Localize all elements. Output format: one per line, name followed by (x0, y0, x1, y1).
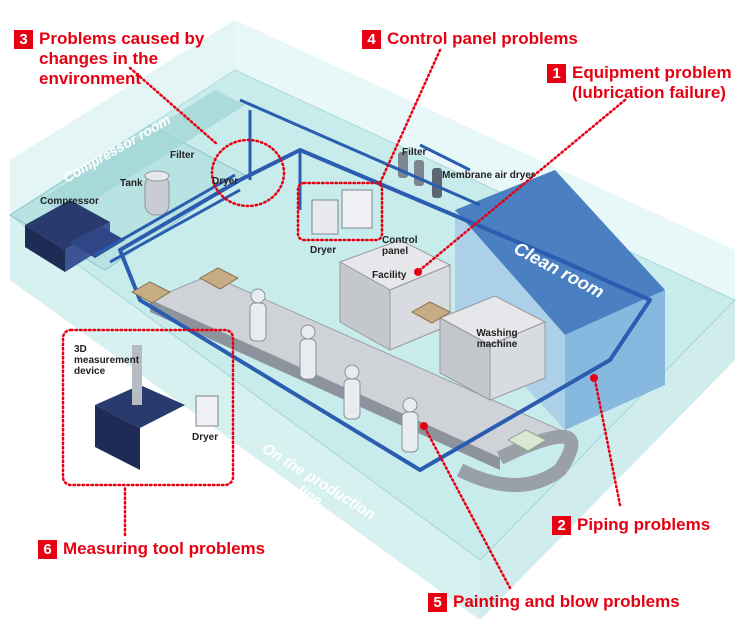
compressor-body (25, 200, 110, 250)
compressor-2 (70, 226, 125, 258)
measurement-device-label: 3D measurement device (74, 344, 140, 377)
callout-number: 6 (38, 540, 57, 559)
dryer-unit-mid (311, 199, 339, 235)
worker-1 (249, 288, 267, 342)
leader-4 (378, 48, 442, 185)
filter-left-label: Filter (170, 150, 195, 161)
box-2 (198, 267, 240, 290)
back-wall-left (10, 20, 235, 215)
leader-3 (128, 66, 220, 147)
box-1 (130, 281, 172, 304)
highlight-dryer (210, 138, 286, 208)
compressor-room-wall (40, 90, 245, 215)
measurement-device-base (95, 385, 185, 428)
leader-1 (418, 98, 627, 272)
callout-piping: 2 Piping problems (552, 515, 710, 535)
conveyor-curve (456, 429, 579, 492)
callout-text: Painting and blow problems (453, 592, 680, 611)
clean-room-top (455, 170, 665, 335)
callout-number: 2 (552, 516, 571, 535)
membrane-dryer-unit (432, 168, 442, 198)
air-pipe-branch (239, 98, 481, 210)
tank-top (144, 170, 170, 182)
front-glass (10, 215, 480, 620)
measurement-device-column (132, 345, 142, 405)
highlight-measuring-area (61, 328, 235, 487)
callout-number: 1 (547, 64, 566, 83)
box-3 (410, 301, 452, 324)
membrane-air-dryer-label: Membrane air dryer (442, 170, 535, 181)
tank-label: Tank (120, 178, 143, 189)
clean-room-front (565, 290, 665, 430)
highlight-control-panel (296, 181, 384, 242)
leader-dot-1 (414, 268, 422, 276)
worker-4 (401, 397, 419, 453)
box-4 (506, 429, 548, 452)
callout-text: Equipment problem (lubrication failure) (572, 63, 732, 102)
washing-side (489, 321, 546, 401)
callout-control-panel: 4 Control panel problems (362, 29, 578, 49)
dryer-top-label: Dryer (212, 176, 239, 187)
leader-dot-2 (590, 374, 598, 382)
compressor-label: Compressor (40, 196, 99, 207)
dryer-mid-label: Dryer (310, 245, 337, 256)
leader-2 (593, 378, 622, 507)
filter-unit-2 (414, 160, 424, 186)
measurement-device-front (95, 405, 140, 470)
callout-measuring-tool: 6 Measuring tool problems (38, 539, 265, 559)
air-pipe-left (94, 173, 241, 264)
callout-environment: 3 Problems caused by changes in the envi… (14, 29, 229, 89)
callout-painting-blow: 5 Painting and blow problems (428, 592, 680, 612)
compressor-front (25, 225, 65, 272)
callout-text: Problems caused by changes in the enviro… (39, 29, 205, 88)
dryer-bottom-label: Dryer (192, 432, 219, 443)
leader-dot-5 (420, 422, 428, 430)
callout-text: Control panel problems (387, 29, 578, 48)
leader-5 (423, 426, 512, 590)
callout-text: Piping problems (577, 515, 711, 534)
callout-text: Measuring tool problems (63, 539, 266, 558)
callout-number: 4 (362, 30, 381, 49)
callout-number: 5 (428, 593, 447, 612)
control-panel-box (341, 189, 373, 229)
worker-2 (299, 324, 317, 380)
callout-equipment: 1 Equipment problem (lubrication failure… (547, 63, 742, 103)
facility-label: Facility (372, 270, 407, 281)
control-panel-label: Control panel (382, 235, 418, 257)
washing-machine-label: Washing machine (476, 328, 518, 350)
callout-number: 3 (14, 30, 33, 49)
filter-right-label: Filter (402, 147, 427, 158)
measurement-dryer-unit (195, 395, 219, 427)
front-glass-right (480, 300, 735, 620)
worker-3 (343, 364, 361, 420)
